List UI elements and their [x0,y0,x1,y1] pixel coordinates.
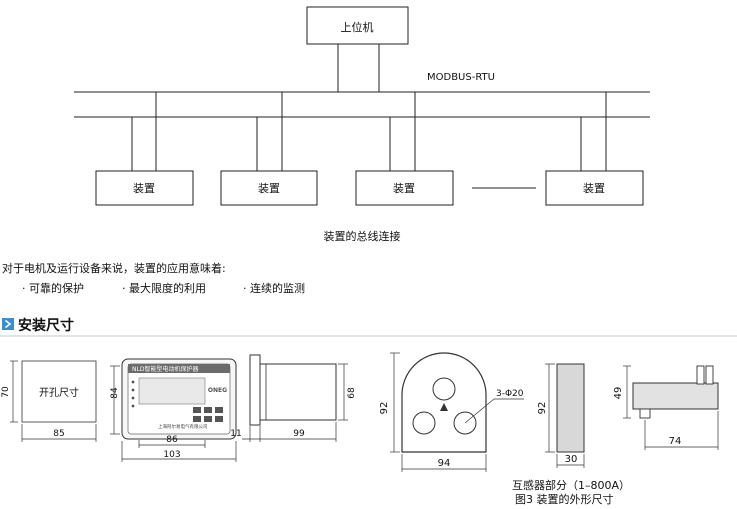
cutout-drawing: 开孔尺寸 70 85 [1,360,97,442]
side-depth: 99 [293,429,305,439]
intro-sentence: 对于电机及运行设备来说，装置的应用意味着: [2,261,226,275]
cutout-label: 开孔尺寸 [39,386,79,399]
front-panel-drawing: NLD智能型电动机保护器 ONEG 上海阿尔易电气有限公司 84 86 103 [110,358,237,462]
ct-caption: 互感器部分（1–800A） [512,478,630,492]
rail-height: 49 [613,387,624,400]
bullet-2: · 最大限度的利用 [122,281,206,295]
section-title: 安装尺寸 [18,317,74,334]
host-label: 上位机 [341,20,374,34]
ct-hole-spec: 3-Φ20 [496,389,524,399]
ct-side-height: 92 [537,402,548,415]
cutout-width: 85 [53,429,64,439]
device-label-3: 装置 [393,182,415,195]
device-box-2 [220,170,318,206]
bus-topology: 上位机 MODBUS-RTU 装置 装置 装置 装置 装置的总线连接 [74,6,650,243]
rail-mount-drawing: 49 74 [613,365,719,450]
front-width-outer: 103 [163,450,180,460]
panel-maker: 上海阿尔易电气有限公司 [158,423,208,430]
side-height: 68 [347,387,357,399]
bullet-3: · 连续的监测 [243,281,305,295]
section-header: 安装尺寸 [0,317,737,337]
ct-side-width: 30 [565,454,578,465]
device-box-3 [355,170,454,206]
device-label-1: 装置 [133,182,155,195]
device-box-4 [545,170,644,206]
front-width-inner: 86 [166,435,178,445]
lcd-screen [138,377,206,405]
panel-brand: ONEG [208,387,227,394]
ct-side-drawing: 92 30 [537,363,585,468]
host-box [306,6,409,45]
chevron-right-icon [2,318,14,330]
device-box-1 [95,170,194,206]
panel-title: NLD智能型电动机保护器 [132,365,198,373]
bullet-1: · 可靠的保护 [22,281,84,295]
rail-width: 74 [669,436,682,447]
ct-front-drawing: 3-Φ20 92 94 [379,352,524,472]
intro-block: 对于电机及运行设备来说，装置的应用意味着: · 可靠的保护 · 最大限度的利用 … [2,261,305,295]
device-label-4: 装置 [583,182,605,195]
front-height: 84 [110,387,120,399]
side-view-drawing: 68 11 99 [230,354,357,442]
ct-width: 94 [438,458,451,469]
side-flange: 11 [230,429,241,439]
bus-label: MODBUS-RTU [427,72,495,83]
device-label-2: 装置 [258,182,280,195]
figure-caption: 图3 装置的外形尺寸 [515,492,614,506]
topology-caption: 装置的总线连接 [324,229,401,243]
cutout-height: 70 [1,386,11,398]
ct-height: 92 [379,402,390,415]
